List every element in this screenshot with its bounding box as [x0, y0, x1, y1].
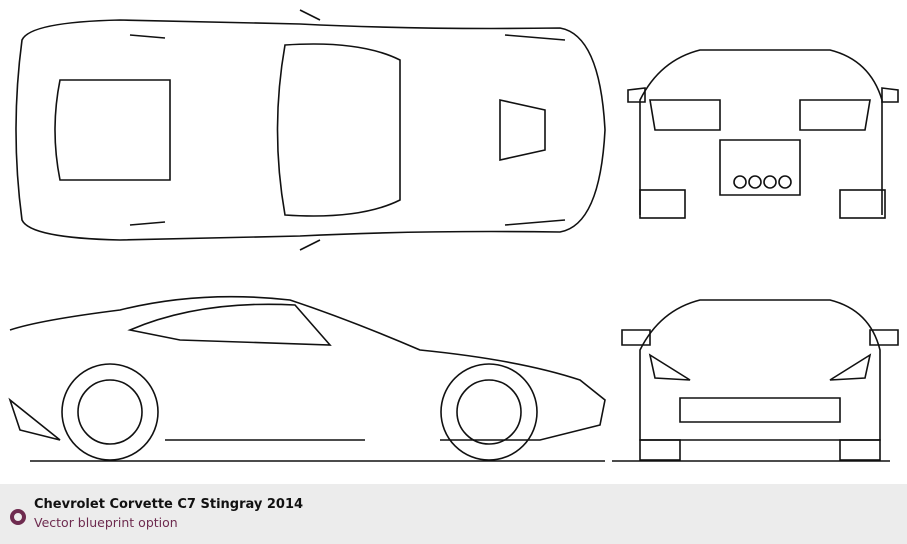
caption-subtitle: Vector blueprint option — [34, 515, 178, 530]
caption-bar — [0, 484, 907, 544]
car-blueprint-image — [8, 9, 899, 462]
ring-icon — [10, 509, 26, 525]
top-view — [15, 9, 606, 251]
front-view — [612, 299, 899, 462]
caption-title: Chevrolet Corvette C7 Stingray 2014 — [34, 497, 304, 512]
rear-view — [627, 49, 899, 219]
side-view — [8, 295, 606, 462]
